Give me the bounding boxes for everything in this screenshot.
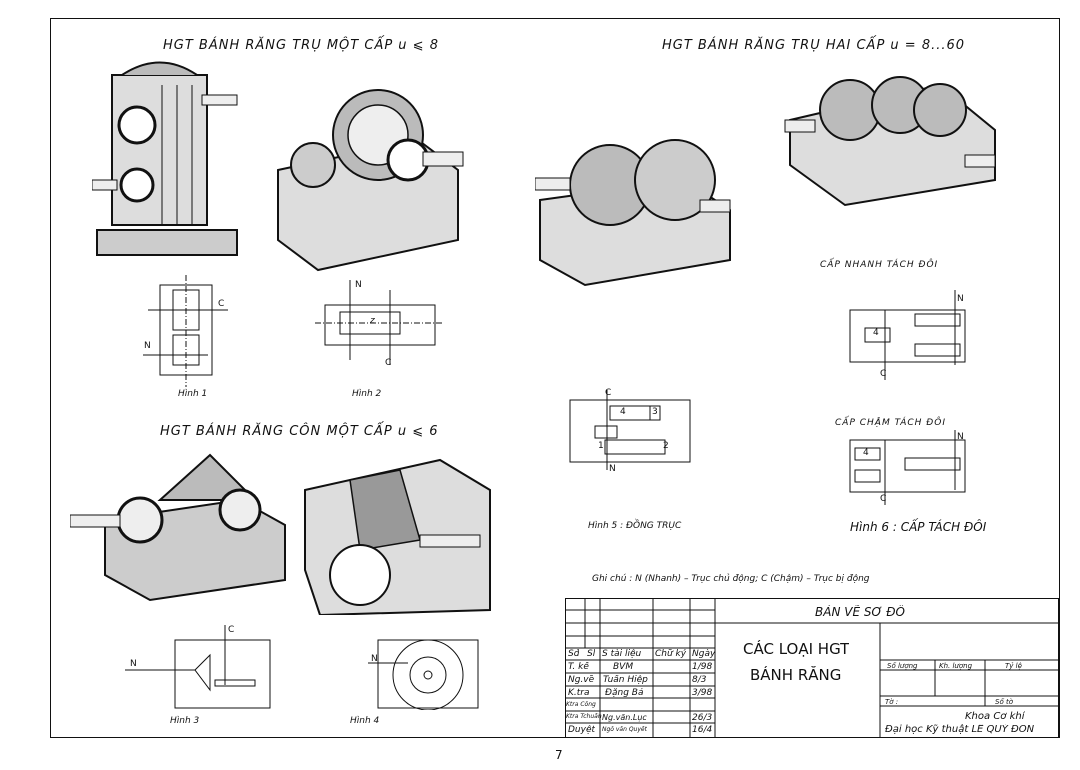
caption-fig5: Hình 5 : ĐỒNG TRỤC xyxy=(588,521,682,531)
heading-spur-single: HGT BÁNH RĂNG TRỤ MỘT CẤP u ⩽ 8 xyxy=(163,38,439,53)
caption-fig1: Hình 1 xyxy=(178,389,208,399)
row-date: 16/4 xyxy=(692,725,713,735)
label-gear-3: 3 xyxy=(652,407,658,417)
legend-note: Ghi chú : N (Nhanh) – Trục chủ động; C (… xyxy=(592,574,870,584)
row-role: Duyệt xyxy=(568,725,596,735)
label-C: C xyxy=(228,625,235,635)
row-date: 1/98 xyxy=(692,662,713,672)
row-name: Đặng Bá xyxy=(605,688,644,698)
faculty: Khoa Cơ khí xyxy=(965,711,1025,722)
caption-fig2: Hình 2 xyxy=(352,389,382,399)
label-gear-2: 2 xyxy=(663,441,669,451)
row-date: 26/3 xyxy=(692,713,713,723)
schematic-fast-split: N 4 C xyxy=(845,290,970,380)
bevel-gearbox-cutaway-illustration xyxy=(300,450,495,615)
row-role: Ktra Tchuẩn xyxy=(566,713,602,720)
schematic-fig4: N xyxy=(368,630,488,710)
bevel-gearbox-illustration xyxy=(70,440,295,605)
caption-fig4: Hình 4 xyxy=(350,716,380,726)
heading-fast-split: CẤP NHANH TÁCH ĐÔI xyxy=(820,260,939,270)
caption-fig3: Hình 3 xyxy=(170,716,200,726)
drawing-sheet xyxy=(50,18,1060,738)
header-sd: Sđ xyxy=(568,649,580,659)
label-C: C xyxy=(880,494,887,504)
gearbox-split-illustration xyxy=(780,75,1000,210)
row-name: Ng.văn.Lục xyxy=(602,713,647,722)
label-N: N xyxy=(130,659,137,669)
row-name: Tuấn Hiệp xyxy=(603,675,648,685)
row-role: T. kế xyxy=(568,662,589,672)
label-C: C xyxy=(605,388,612,398)
scale-label: Tỷ lệ xyxy=(1005,662,1022,670)
heading-bevel-single: HGT BÁNH RĂNG CÔN MỘT CẤP u ⩽ 6 xyxy=(160,424,439,439)
label-N: N xyxy=(957,432,964,442)
label-N: N xyxy=(144,341,151,351)
label-C: C xyxy=(385,358,392,368)
schematic-fig5: C 4 3 1 2 N xyxy=(565,388,695,474)
row-name: Ngô văn Quyết xyxy=(602,726,647,733)
label-N: N xyxy=(371,654,378,664)
row-date: 3/98 xyxy=(692,688,713,698)
sheets-label: Số tờ xyxy=(995,698,1013,706)
row-role: Ktra Công xyxy=(566,701,596,708)
schematic-slow-split: N 4 C xyxy=(845,430,970,505)
school: Đại học Kỹ thuật LÊ QUÝ ĐÔN xyxy=(885,724,1035,735)
header-sl: Sl xyxy=(587,649,596,659)
label-C: C xyxy=(218,299,225,309)
gearbox-vertical-illustration xyxy=(92,55,242,270)
heading-slow-split: CẤP CHẬM TÁCH ĐÔI xyxy=(835,418,947,428)
schematic-fig1: C N xyxy=(138,275,238,390)
row-role: Ng.vẽ xyxy=(568,675,595,685)
label-gear-1: 1 xyxy=(598,441,604,451)
header-date: Ngày xyxy=(692,649,716,659)
sheet-label: Tờ : xyxy=(885,698,899,706)
label-N: N xyxy=(609,464,616,474)
drawing-type: BẢN VẼ SƠ ĐỒ xyxy=(815,605,905,619)
mass-label: Kh. lượng xyxy=(939,662,973,670)
heading-spur-double: HGT BÁNH RĂNG TRỤ HAI CẤP u = 8...60 xyxy=(662,38,966,53)
label-gear-4: 4 xyxy=(620,407,626,417)
header-doc: S tài liệu xyxy=(602,649,642,659)
schematic-fig2: N C z xyxy=(315,280,445,370)
row-date: 8/3 xyxy=(692,675,707,685)
label-N: N xyxy=(957,294,964,304)
row-name: BVM xyxy=(613,662,634,672)
qty-label: Số lượng xyxy=(887,662,918,670)
gearbox-horizontal-illustration xyxy=(268,70,468,275)
label-gear-4: 4 xyxy=(863,448,869,458)
caption-fig6: Hình 6 : CẤP TÁCH ĐÔI xyxy=(850,520,987,534)
title-line-1: CÁC LOẠI HGT xyxy=(743,640,850,658)
title-block: BẢN VẼ SƠ ĐỒ CÁC LOẠI HGT BÁNH RĂNG Sđ S… xyxy=(565,598,1059,738)
label-z: z xyxy=(370,316,375,326)
schematic-fig3: C N xyxy=(125,625,275,710)
row-role: K.tra xyxy=(568,688,590,698)
gearbox-two-stage-illustration xyxy=(535,130,735,290)
title-line-2: BÁNH RĂNG xyxy=(750,666,842,684)
page-number: 7 xyxy=(555,748,563,762)
label-N: N xyxy=(355,280,362,290)
label-C: C xyxy=(880,369,887,379)
label-gear-4: 4 xyxy=(873,328,879,338)
header-sign: Chữ ký xyxy=(655,649,687,659)
